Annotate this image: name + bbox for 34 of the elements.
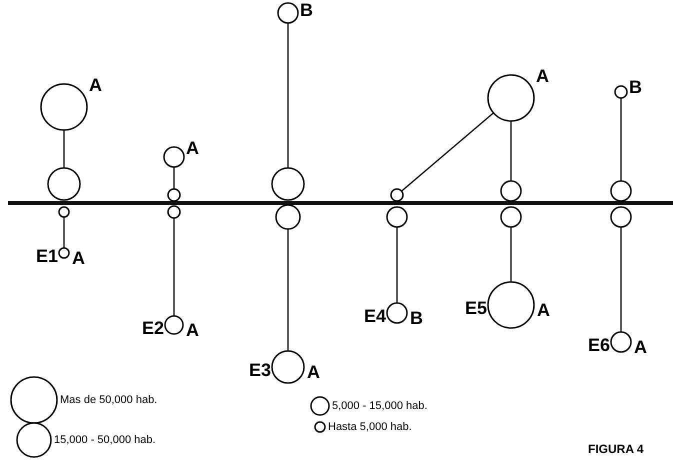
legend-text: Mas de 50,000 hab. [60, 395, 158, 406]
class-letter: A [89, 76, 102, 94]
connector-line [287, 23, 289, 168]
class-letter: A [537, 301, 550, 319]
station-label: E6 [588, 336, 610, 354]
class-letter: B [300, 1, 313, 19]
station-label: E2 [142, 319, 164, 337]
station-label: E3 [248, 361, 271, 379]
class-letter: A [186, 139, 199, 157]
connector-line [63, 217, 65, 248]
class-letter: A [634, 338, 647, 356]
connector-line [63, 130, 65, 168]
legend-text: 15,000 - 50,000 hab. [54, 435, 156, 446]
class-letter: A [307, 363, 320, 381]
station-label: E4 [364, 307, 386, 325]
class-letter: B [629, 78, 642, 96]
class-letter: A [186, 321, 199, 339]
legend-text: Hasta 5,000 hab. [328, 422, 412, 433]
connector-line [396, 227, 398, 303]
connector-line [510, 121, 512, 181]
connector-line [401, 112, 494, 192]
connector-line [620, 98, 622, 181]
connector-line [620, 227, 622, 332]
station-label: E1 [36, 247, 58, 265]
connector-line [173, 218, 175, 316]
connector-line [510, 227, 512, 282]
class-letter: A [72, 249, 85, 267]
connector-line [287, 229, 289, 351]
class-letter: A [536, 67, 549, 85]
station-label: E5 [464, 299, 487, 317]
figure-label: FIGURA 4 [588, 441, 644, 458]
connector-line [173, 167, 175, 189]
legend-text: 5,000 - 15,000 hab. [332, 401, 428, 412]
class-letter: B [410, 309, 423, 327]
